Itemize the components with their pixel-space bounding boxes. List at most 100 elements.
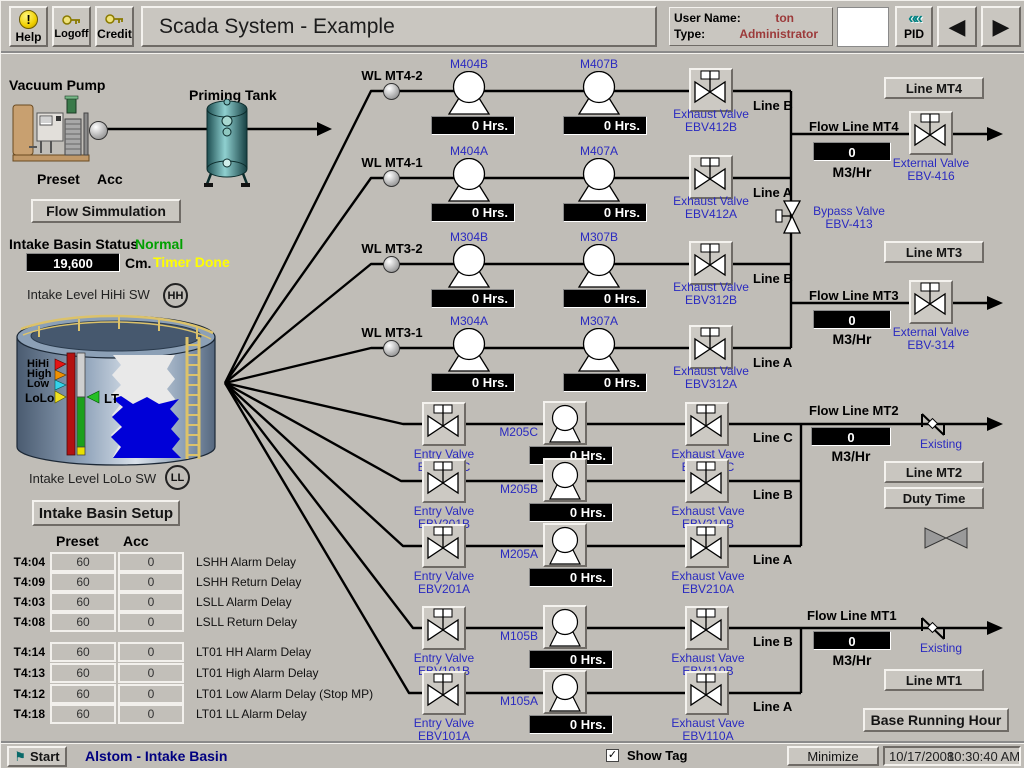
pump-icon[interactable] <box>443 71 495 115</box>
key-icon <box>61 14 80 25</box>
pid-button[interactable]: «« PID <box>895 6 933 47</box>
exhaust-valve-icon[interactable] <box>685 524 729 568</box>
duty-time-button[interactable]: Duty Time <box>884 487 984 509</box>
logoff-label: Logoff <box>54 27 89 40</box>
entry-valve-icon[interactable] <box>422 459 466 503</box>
wl-sensor-node <box>383 83 400 100</box>
pump-icon[interactable] <box>543 401 587 445</box>
valve-id-label: EBV210A <box>681 582 735 596</box>
pump-id-label: M307B <box>579 230 619 244</box>
pump-icon[interactable] <box>543 670 587 714</box>
line-mt3-button[interactable]: Line MT3 <box>884 241 984 263</box>
pump-id-label: M205C <box>499 425 538 439</box>
external-valve-icon[interactable] <box>909 280 953 324</box>
timer-preset-field[interactable]: 60 <box>50 592 116 612</box>
checkmark-icon: ✓ <box>607 749 618 761</box>
pump-icon[interactable] <box>443 328 495 372</box>
pump-id-label: M304B <box>449 230 489 244</box>
pump-icon[interactable] <box>573 328 625 372</box>
exhaust-valve-icon[interactable] <box>689 68 733 112</box>
wl-sensor-node <box>383 340 400 357</box>
pump-id-label: M205B <box>499 482 538 496</box>
existing-valve-label: Existing <box>919 641 963 655</box>
wl-sensor-label: WL MT4-2 <box>361 68 423 83</box>
valve-name-label: Entry Valve <box>413 651 475 665</box>
exhaust-valve-icon[interactable] <box>685 606 729 650</box>
pump-icon[interactable] <box>443 158 495 202</box>
pump-hours-display: 0 Hrs. <box>529 503 613 522</box>
pump-id-label: M105B <box>499 629 538 643</box>
lolo-sw-tag: LL <box>165 465 190 490</box>
show-tag-checkbox[interactable]: ✓ <box>606 749 619 762</box>
exhaust-valve-icon[interactable] <box>689 155 733 199</box>
valve-id-label: EBV-416 <box>907 169 955 183</box>
timer-preset-field[interactable]: 60 <box>50 642 116 662</box>
timer-desc: LT01 Low Alarm Delay (Stop MP) <box>196 687 374 701</box>
flow-simulation-button[interactable]: Flow Simmulation <box>31 199 181 223</box>
logoff-button[interactable]: Logoff <box>52 6 91 47</box>
pump-icon[interactable] <box>543 523 587 567</box>
pump-icon[interactable] <box>543 458 587 502</box>
valve-id-label: EBV101A <box>417 729 471 743</box>
help-button[interactable]: ! Help <box>9 6 48 47</box>
user-type-label: Type: <box>674 27 706 41</box>
pump-icon[interactable] <box>443 244 495 288</box>
valve-name-label: Exhaust Vave <box>671 504 745 518</box>
entry-valve-icon[interactable] <box>422 524 466 568</box>
timer-preset-field[interactable]: 60 <box>50 663 116 683</box>
base-running-hour-button[interactable]: Base Running Hour <box>863 708 1009 732</box>
pump-icon[interactable] <box>543 605 587 649</box>
timer-tag: T4:04 <box>13 555 45 569</box>
valve-id-label: EBV312B <box>684 293 738 307</box>
line-mt2-button[interactable]: Line MT2 <box>884 461 984 483</box>
pump-icon[interactable] <box>573 71 625 115</box>
exhaust-valve-icon[interactable] <box>685 671 729 715</box>
flow-line-label: Flow Line MT4 <box>809 119 899 134</box>
timer-acc-field: 0 <box>118 572 184 592</box>
pump-hours-display: 0 Hrs. <box>563 203 647 222</box>
timer-preset-field[interactable]: 60 <box>50 572 116 592</box>
minimize-button[interactable]: Minimize <box>787 746 879 766</box>
pump-hours-display: 0 Hrs. <box>563 373 647 392</box>
intake-basin-tank: HiHi High Low LoLo LT <box>16 314 216 466</box>
pump-id-label: M304A <box>449 314 489 328</box>
valve-name-label: External Valve <box>892 156 970 170</box>
exhaust-valve-icon[interactable] <box>689 241 733 285</box>
exhaust-valve-icon[interactable] <box>689 325 733 369</box>
intake-basin-setup-button[interactable]: Intake Basin Setup <box>32 500 180 526</box>
acc-column-label: Acc <box>97 171 123 187</box>
entry-valve-icon[interactable] <box>422 402 466 446</box>
exhaust-valve-icon[interactable] <box>685 402 729 446</box>
bypass-valve-icon[interactable] <box>775 199 809 235</box>
credit-button[interactable]: Credit <box>95 6 134 47</box>
timer-preset-field[interactable]: 60 <box>50 552 116 572</box>
header-bar: ! Help Logoff Credit Scada System - Exam… <box>1 1 1024 53</box>
arrow-left-icon: ◀ <box>948 13 966 39</box>
line-label: Line B <box>753 487 793 502</box>
exhaust-valve-icon[interactable] <box>685 459 729 503</box>
prev-page-button[interactable]: ◀ <box>937 6 977 47</box>
pump-id-label: M307A <box>579 314 619 328</box>
external-valve-icon[interactable] <box>909 111 953 155</box>
line-mt1-button[interactable]: Line MT1 <box>884 669 984 691</box>
start-label: Start <box>30 749 60 764</box>
blank-display <box>837 7 889 47</box>
entry-valve-icon[interactable] <box>422 606 466 650</box>
start-button[interactable]: ⚑ Start <box>7 746 67 767</box>
pump-icon[interactable] <box>573 158 625 202</box>
pump-icon[interactable] <box>573 244 625 288</box>
timer-preset-field[interactable]: 60 <box>50 684 116 704</box>
timer-desc: LT01 LL Alarm Delay <box>196 707 307 721</box>
pump-hours-display: 0 Hrs. <box>431 373 515 392</box>
pump-hours-display: 0 Hrs. <box>563 289 647 308</box>
line-mt4-button[interactable]: Line MT4 <box>884 77 984 99</box>
next-page-button[interactable]: ▶ <box>981 6 1021 47</box>
existing-valve-label: Existing <box>919 437 963 451</box>
timer-preset-field[interactable]: 60 <box>50 704 116 724</box>
timer-preset-field[interactable]: 60 <box>50 612 116 632</box>
entry-valve-icon[interactable] <box>422 671 466 715</box>
valve-id-label: EBV-314 <box>907 338 955 352</box>
flow-unit-label: M3/Hr <box>832 331 872 347</box>
vacuum-pump-graphic <box>12 95 90 162</box>
